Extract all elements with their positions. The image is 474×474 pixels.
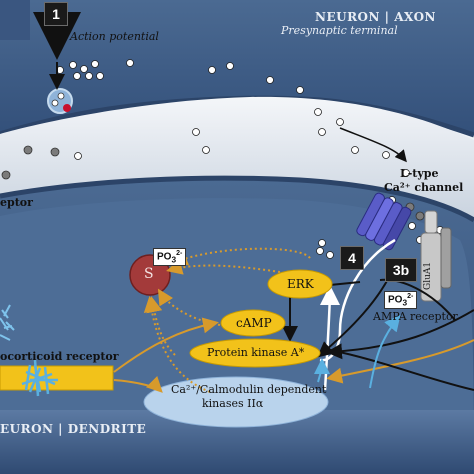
glucocorticoid-bar (0, 365, 114, 391)
pka-pill (189, 338, 321, 368)
camp-label: cAMP (236, 316, 272, 330)
action-potential-label: Action potential (70, 30, 159, 43)
blue-arrows (313, 314, 401, 389)
dendrite-membrane (0, 175, 474, 223)
presynaptic-terminal (0, 0, 474, 135)
channel-arrow (339, 127, 407, 163)
camk-label-1: Ca²⁺/Calmodulin dependent (171, 383, 327, 396)
ca-channel-label: Ca²⁺ channel (384, 181, 464, 194)
po3-text: PO (157, 251, 172, 263)
camk-label-2: kinases IIα (202, 397, 264, 410)
po3-text: PO (388, 294, 403, 306)
glucocorticoid-fibers (0, 304, 15, 341)
glua1-receptor-back (440, 227, 452, 289)
glucocorticoid-spikes (21, 359, 58, 397)
po3-box-s: PO32- (153, 248, 187, 267)
synaptic-cleft (0, 96, 474, 220)
axon-notch (0, 0, 30, 40)
erk-label: ERK (287, 277, 314, 291)
vesicle-dot (57, 92, 65, 100)
erk-pill (267, 269, 333, 299)
l-type-label: L-type (400, 167, 439, 180)
orange-solid-arrows (113, 317, 474, 393)
badge-4: 4 (340, 246, 364, 270)
ampa-label: AMPA receptor (373, 310, 458, 323)
vesicle-dot (51, 99, 59, 107)
glua1-label: GluA1 (423, 261, 433, 290)
badge-3b: 3b (385, 258, 417, 282)
s-label: S (144, 266, 154, 282)
badge-1: 1 (44, 2, 68, 26)
vesicle-dot-red (63, 104, 71, 112)
neuron-axon-title: NEURON | AXON (315, 10, 437, 24)
glucocorticoid-label: ocorticoid receptor (0, 350, 119, 363)
orange-dotted-arrows (143, 247, 311, 393)
presynaptic-label: Presynaptic terminal (281, 24, 398, 37)
dendrite-title: EURON | DENDRITE (0, 422, 147, 436)
pka-label: Protein kinase A* (207, 346, 305, 359)
glua1-cap (424, 210, 438, 234)
l-type-channel (356, 192, 412, 251)
camp-pill (220, 309, 286, 337)
po3-box-ampa: PO32- (384, 291, 418, 310)
camk-ellipse (143, 376, 329, 428)
receptor-left-label: eptor (0, 196, 33, 209)
